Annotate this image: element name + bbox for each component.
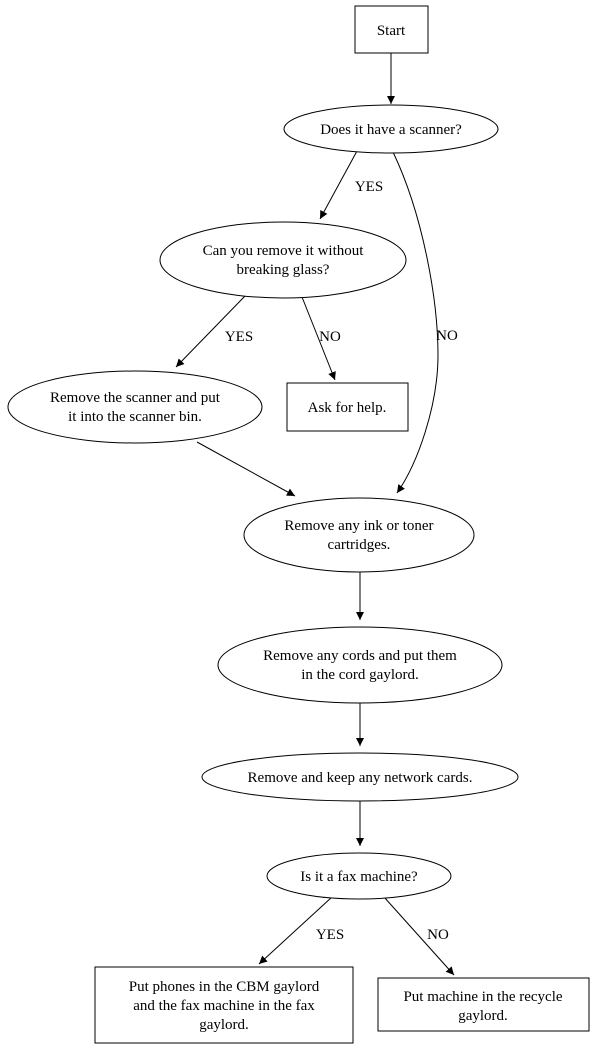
node-phones-gaylord-line1: Put phones in the CBM gaylord — [129, 979, 320, 995]
node-phones-gaylord-line2: and the fax machine in the fax — [133, 998, 315, 1014]
node-network-cards — [201, 752, 519, 802]
node-phones-gaylord-line3: gaylord. — [199, 1017, 249, 1033]
node-fax-question — [266, 852, 452, 900]
node-recycle-gaylord-line1: Put machine in the recycle — [403, 989, 562, 1005]
node-remove-without-breaking-line1: Can you remove it without — [203, 243, 365, 259]
edge-fax-yes — [258, 896, 333, 965]
node-remove-without-breaking-line2: breaking glass? — [237, 262, 330, 278]
edge-label-scanner-no: NO — [436, 328, 458, 344]
node-remove-cords-line2: in the cord gaylord. — [301, 667, 418, 683]
node-remove-scanner — [7, 370, 263, 444]
node-network-cards-label: Remove and keep any network cards. — [248, 770, 473, 786]
edge-scanner-no — [392, 151, 439, 494]
edge-label-glass-no: NO — [319, 329, 341, 345]
node-fax-question-label: Is it a fax machine? — [300, 869, 418, 885]
node-remove-scanner-line1: Remove the scanner and put — [50, 390, 221, 406]
edge-fax-no — [383, 896, 455, 976]
node-ask-for-help — [286, 382, 409, 432]
node-start — [354, 5, 429, 54]
node-start-label: Start — [377, 23, 406, 39]
node-phones-gaylord — [94, 966, 354, 1044]
edge-label-glass-yes: YES — [225, 329, 253, 345]
edge-remove-scanner-to-ink — [196, 441, 296, 497]
node-recycle-gaylord-line2: gaylord. — [458, 1008, 508, 1024]
node-remove-ink-line2: cartridges. — [328, 537, 391, 553]
node-remove-ink — [243, 497, 475, 573]
node-ask-for-help-label: Ask for help. — [308, 400, 387, 416]
edge-label-fax-yes: YES — [316, 927, 344, 943]
edge-glass-yes — [175, 295, 246, 368]
edge-label-scanner-yes: YES — [355, 179, 383, 195]
node-remove-without-breaking-question — [159, 221, 407, 299]
node-scanner-question — [283, 104, 499, 154]
node-remove-ink-line1: Remove any ink or toner — [284, 518, 433, 534]
node-remove-cords — [217, 626, 503, 704]
edge-label-fax-no: NO — [427, 927, 449, 943]
node-recycle-gaylord — [377, 977, 590, 1032]
edge-scanner-yes — [319, 150, 358, 220]
node-remove-cords-line1: Remove any cords and put them — [263, 648, 457, 664]
node-remove-scanner-line2: it into the scanner bin. — [68, 409, 202, 425]
edge-glass-no — [301, 296, 336, 381]
node-scanner-question-label: Does it have a scanner? — [320, 122, 462, 138]
